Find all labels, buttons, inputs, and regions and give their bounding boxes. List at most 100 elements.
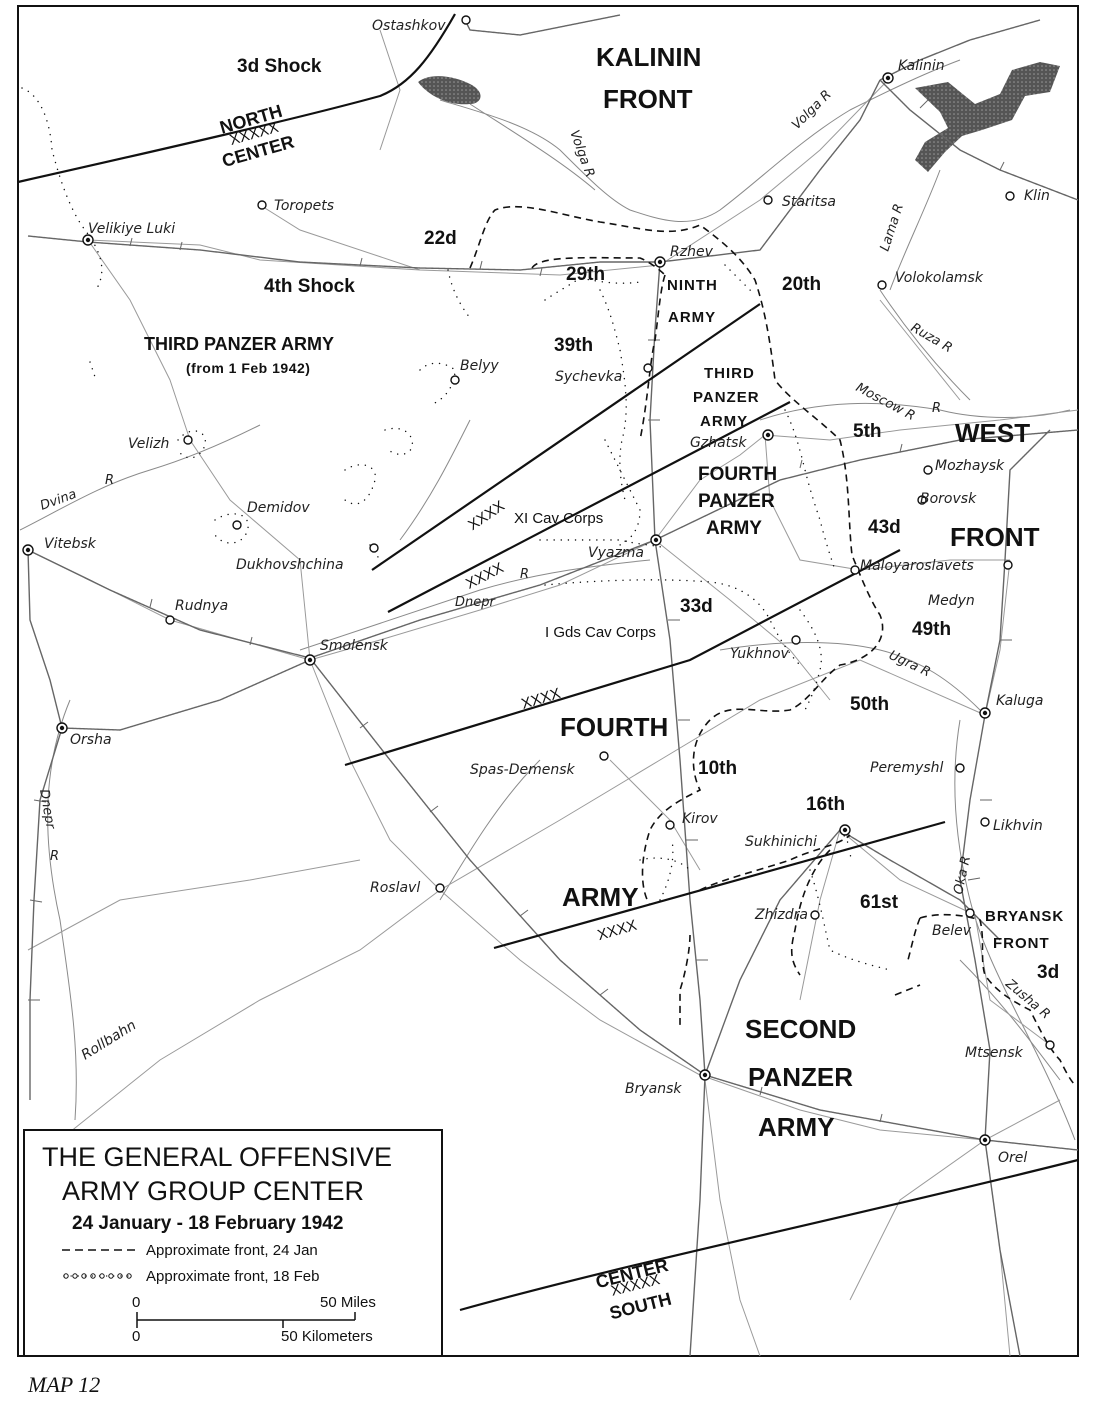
river-lama: Lama R bbox=[878, 202, 907, 253]
city-ostashkov: Ostashkov bbox=[372, 18, 446, 34]
river-ugra: Ugra R bbox=[886, 648, 932, 680]
label-fourth-army-1: FOURTH bbox=[560, 712, 668, 742]
label-bryansk-front-1: BRYANSK bbox=[985, 908, 1064, 925]
road-rollbahn: Rollbahn bbox=[79, 1017, 139, 1063]
label-5th: 5th bbox=[853, 421, 882, 442]
reservoir-volga bbox=[915, 62, 1060, 172]
label-16th: 16th bbox=[806, 794, 845, 815]
city-yukhnov: Yukhnov bbox=[730, 646, 790, 662]
label-i-gds-cav-corps: I Gds Cav Corps bbox=[545, 624, 656, 641]
label-kalinin-front-1: KALININ bbox=[596, 42, 701, 72]
label-third-panzer-note: (from 1 Feb 1942) bbox=[186, 360, 310, 376]
river-labels: Volga R Volga R Lama R Ruza R Moscow R R… bbox=[36, 88, 1053, 1023]
label-43d: 43d bbox=[868, 517, 901, 538]
scale-miles-zero: 0 bbox=[132, 1294, 140, 1311]
legend-dates: 24 January - 18 February 1942 bbox=[72, 1213, 343, 1234]
army-boundary-3 bbox=[344, 549, 901, 767]
city-vitebsk: Vitebsk bbox=[44, 536, 97, 552]
label-61st: 61st bbox=[860, 892, 899, 913]
label-fourth-panzer-1: FOURTH bbox=[698, 464, 777, 485]
city-kalinin: Kalinin bbox=[898, 58, 945, 74]
label-third-3: ARMY bbox=[700, 413, 748, 430]
river-oka: Oka R bbox=[951, 855, 974, 896]
front-18-feb bbox=[21, 87, 891, 971]
german-labels: THIRD PANZER ARMY (from 1 Feb 1942) NINT… bbox=[144, 277, 856, 1142]
scale-km-zero: 0 bbox=[132, 1328, 140, 1345]
river-dnepr-2: Dnepr bbox=[36, 788, 58, 831]
boundary-marker-xxxx-4: XXXX bbox=[596, 917, 639, 944]
city-velizh: Velizh bbox=[128, 436, 169, 452]
city-zhizdra: Zhizdra bbox=[754, 907, 808, 923]
label-third-panzer-army: THIRD PANZER ARMY bbox=[144, 334, 334, 354]
label-fourth-panzer-3: ARMY bbox=[706, 518, 762, 539]
city-orel: Orel bbox=[998, 1150, 1027, 1166]
label-second-panzer-2: PANZER bbox=[748, 1062, 853, 1092]
label-west-front-1: WEST bbox=[955, 418, 1030, 448]
city-demidov: Demidov bbox=[247, 500, 310, 516]
label-west-front-2: FRONT bbox=[950, 522, 1040, 552]
city-peremyshl: Peremyshl bbox=[870, 760, 944, 776]
boundary-marker-xxxx-3: XXXX bbox=[519, 685, 562, 713]
city-staritsa: Staritsa bbox=[782, 194, 836, 210]
label-kalinin-front-2: FRONT bbox=[603, 84, 693, 114]
city-belyy: Belyy bbox=[460, 358, 499, 374]
city-orsha: Orsha bbox=[70, 732, 112, 748]
city-belev: Belev bbox=[932, 923, 972, 939]
label-ninth-army: ARMY bbox=[668, 309, 716, 326]
soviet-labels: KALININ FRONT WEST FRONT BRYANSK FRONT 3… bbox=[237, 42, 1064, 983]
rivers bbox=[19, 59, 1076, 1141]
city-rudnya: Rudnya bbox=[175, 598, 228, 614]
boundary-lines bbox=[17, 13, 1079, 1312]
river-dvina-r: R bbox=[105, 473, 114, 488]
label-bryansk-front-2: FRONT bbox=[993, 935, 1050, 952]
boundary-center-south bbox=[459, 1158, 1079, 1312]
legend: THE GENERAL OFFENSIVE ARMY GROUP CENTER … bbox=[23, 1129, 443, 1357]
label-ninth: NINTH bbox=[667, 277, 718, 294]
city-volokolamsk: Volokolamsk bbox=[895, 270, 984, 286]
railroad-ticks bbox=[28, 99, 1012, 1123]
label-third-2: PANZER bbox=[693, 389, 760, 406]
army-boundary-1 bbox=[371, 303, 761, 571]
city-maloyaroslavets: Maloyaroslavets bbox=[860, 558, 974, 574]
label-second-panzer-1: SECOND bbox=[745, 1014, 856, 1044]
label-29th: 29th bbox=[566, 264, 605, 285]
label-20th: 20th bbox=[782, 274, 821, 295]
city-klin: Klin bbox=[1024, 188, 1050, 204]
label-fourth-army-2: ARMY bbox=[562, 882, 639, 912]
city-borovsk: Borovsk bbox=[920, 491, 977, 507]
city-spas-demensk: Spas-Demensk bbox=[470, 762, 576, 778]
city-gzhatsk: Gzhatsk bbox=[690, 435, 747, 451]
legend-title-2: ARMY GROUP CENTER bbox=[62, 1176, 364, 1206]
roads bbox=[27, 29, 1079, 1357]
city-vyazma: Vyazma bbox=[588, 545, 644, 561]
lake-seliger bbox=[418, 76, 481, 105]
boundary-marker-xxxx-2: XXXX bbox=[463, 559, 506, 592]
river-moscow-r: R bbox=[932, 401, 941, 416]
city-mozhaysk: Mozhaysk bbox=[935, 458, 1005, 474]
city-bryansk: Bryansk bbox=[625, 1081, 682, 1097]
map-frame bbox=[17, 5, 1079, 1357]
city-dukhovshchina: Dukhovshchina bbox=[236, 557, 344, 573]
label-xi-cav-corps: XI Cav Corps bbox=[514, 510, 603, 527]
city-sychevka: Sychevka bbox=[555, 369, 622, 385]
legend-dot-circles bbox=[63, 1273, 132, 1279]
river-dnepr-2-r: R bbox=[50, 849, 59, 864]
river-volga-1: Volga R bbox=[566, 128, 597, 179]
army-boundary-4 bbox=[493, 820, 946, 950]
scale-bar bbox=[136, 1312, 356, 1328]
river-volga-2: Volga R bbox=[789, 88, 834, 133]
legend-box bbox=[23, 1129, 443, 1357]
label-4th-shock: 4th Shock bbox=[264, 276, 355, 297]
label-49th: 49th bbox=[912, 619, 951, 640]
legend-front-24-jan: Approximate front, 24 Jan bbox=[146, 1242, 318, 1259]
legend-front-18-feb: Approximate front, 18 Feb bbox=[146, 1268, 319, 1285]
label-50th: 50th bbox=[850, 694, 889, 715]
city-roslavl: Roslavl bbox=[370, 880, 420, 896]
boundary-north-center bbox=[17, 13, 456, 184]
city-sukhinichi: Sukhinichi bbox=[745, 834, 817, 850]
city-labels: Ostashkov Kalinin Staritsa Klin Toropets… bbox=[44, 18, 1050, 1166]
city-velikiye-luki: Velikiye Luki bbox=[88, 221, 175, 237]
label-second-panzer-3: ARMY bbox=[758, 1112, 835, 1142]
scale-km-label: 50 Kilometers bbox=[281, 1328, 373, 1345]
scale-miles-label: 50 Miles bbox=[320, 1294, 376, 1311]
